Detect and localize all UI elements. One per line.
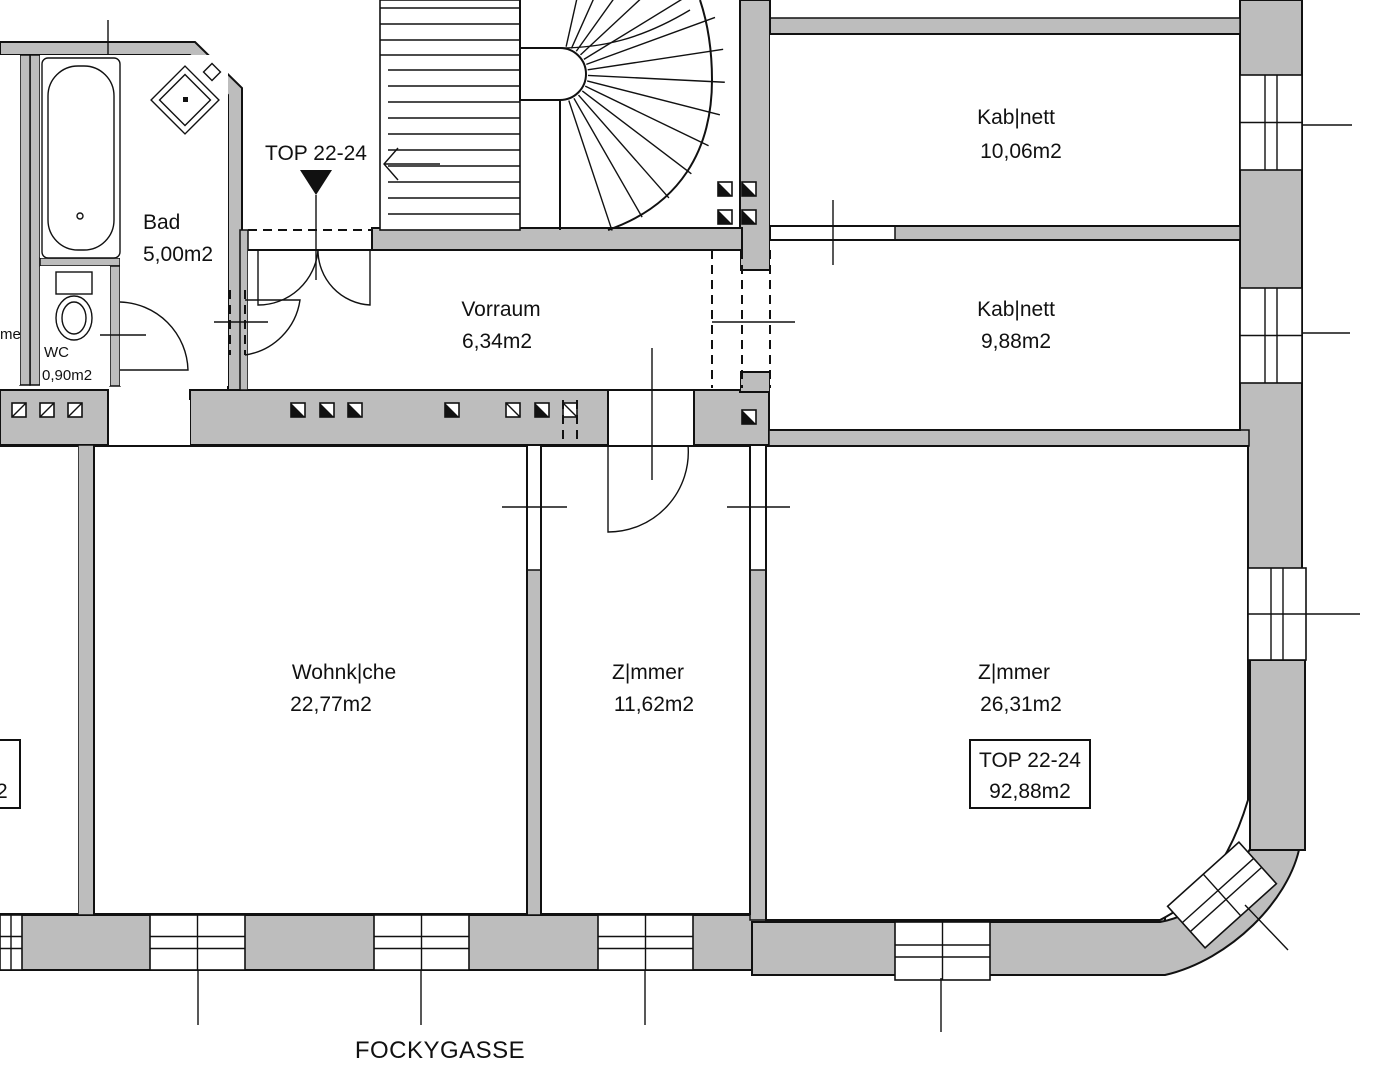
vent-fill <box>348 403 362 417</box>
stair-step <box>583 0 683 60</box>
vent-fill <box>291 403 305 417</box>
stair-step <box>587 48 724 71</box>
left-edge-box: 2 <box>0 739 21 809</box>
stair-step <box>577 94 670 199</box>
vent-line <box>11 402 27 418</box>
left-room-fragment: me <box>0 326 21 343</box>
room-name-zimmer-small: Z|mmer <box>612 661 684 684</box>
vent-line <box>505 402 521 418</box>
vent-fill <box>535 403 549 417</box>
room-area-kabinett-top: 10,06m2 <box>980 140 1062 163</box>
vents <box>11 181 757 425</box>
stair-step <box>570 0 594 49</box>
room-area-kabinett-bottom: 9,88m2 <box>981 330 1051 353</box>
stair-step <box>581 90 692 175</box>
room-name-vorraum: Vorraum <box>461 298 540 321</box>
room-name-wohnkueche: Wohnk|che <box>292 661 396 684</box>
vent-fill <box>718 210 732 224</box>
vent-fill <box>445 403 459 417</box>
summary-total-area: 92,88m2 <box>989 780 1071 803</box>
entrance-marker: TOP 22-24 <box>265 142 367 195</box>
stair-step <box>580 0 641 56</box>
vent-fill <box>742 182 756 196</box>
entrance-label: TOP 22-24 <box>265 142 367 165</box>
stair-step <box>575 0 614 52</box>
room-area-wc: 0,90m2 <box>42 367 92 384</box>
stair-step <box>568 100 613 231</box>
vent-line <box>39 402 55 418</box>
room-area-zimmer-large: 26,31m2 <box>980 693 1062 716</box>
vent-line <box>562 402 578 418</box>
street-name: FOCKYGASSE <box>355 1037 525 1064</box>
room-area-wohnkueche: 22,77m2 <box>290 693 372 716</box>
unit-summary-box: TOP 22-24 92,88m2 <box>969 739 1091 809</box>
vent-fill <box>742 210 756 224</box>
left-box-fragment: 2 <box>0 780 8 803</box>
vent-fill <box>718 182 732 196</box>
stair-step <box>584 85 709 147</box>
stair-step <box>586 16 716 66</box>
room-name-kabinett-top: Kab|nett <box>977 106 1055 129</box>
room-area-vorraum: 6,34m2 <box>462 330 532 353</box>
window-mullion <box>1202 873 1242 917</box>
floors <box>0 34 1248 920</box>
vent-line <box>67 402 83 418</box>
stair-step <box>586 80 721 116</box>
vent-fill <box>320 403 334 417</box>
room-name-bad: Bad <box>143 211 180 234</box>
entrance-arrow-icon <box>300 170 332 195</box>
window-axis-line <box>1244 904 1289 951</box>
room-area-zimmer-small: 11,62m2 <box>614 693 694 716</box>
windows <box>0 74 1360 1032</box>
room-area-bad: 5,00m2 <box>143 243 213 266</box>
stair-step <box>565 0 578 47</box>
fixtures <box>41 20 222 341</box>
stair-step <box>573 97 643 218</box>
room-name-kabinett-bottom: Kab|nett <box>977 298 1055 321</box>
room-labels: Kab|nett 10,06m2 Kab|nett 9,88m2 Bad 5,0… <box>0 106 1062 716</box>
corner-window <box>1166 840 1278 950</box>
staircase <box>379 0 725 231</box>
summary-unit: TOP 22-24 <box>979 749 1081 772</box>
vent-fill <box>742 410 756 424</box>
stair-step <box>587 74 725 83</box>
doors <box>100 33 895 570</box>
room-name-zimmer-large: Z|mmer <box>978 661 1050 684</box>
room-name-wc: WC <box>44 344 69 361</box>
